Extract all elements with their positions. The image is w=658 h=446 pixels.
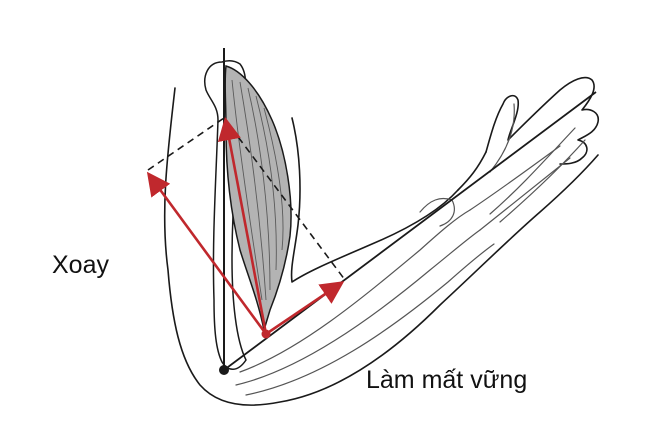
biceps-muscle	[224, 65, 292, 331]
destabilizing-label: Làm mất vững	[366, 366, 528, 394]
arm-skin-outline	[163, 76, 600, 406]
forearm-axis-line	[223, 91, 597, 371]
forearm-bones	[235, 103, 586, 396]
destabilizing-force-vector	[265, 281, 345, 336]
force-vectors	[146, 116, 345, 336]
rotation-label: Xoay	[52, 251, 109, 279]
force-parallelogram-dashed	[147, 117, 346, 281]
elbow-pivot-point	[219, 365, 229, 375]
rotation-force-vector	[146, 171, 268, 335]
biceps-force-vector	[217, 116, 268, 335]
insertion-point	[261, 329, 271, 339]
